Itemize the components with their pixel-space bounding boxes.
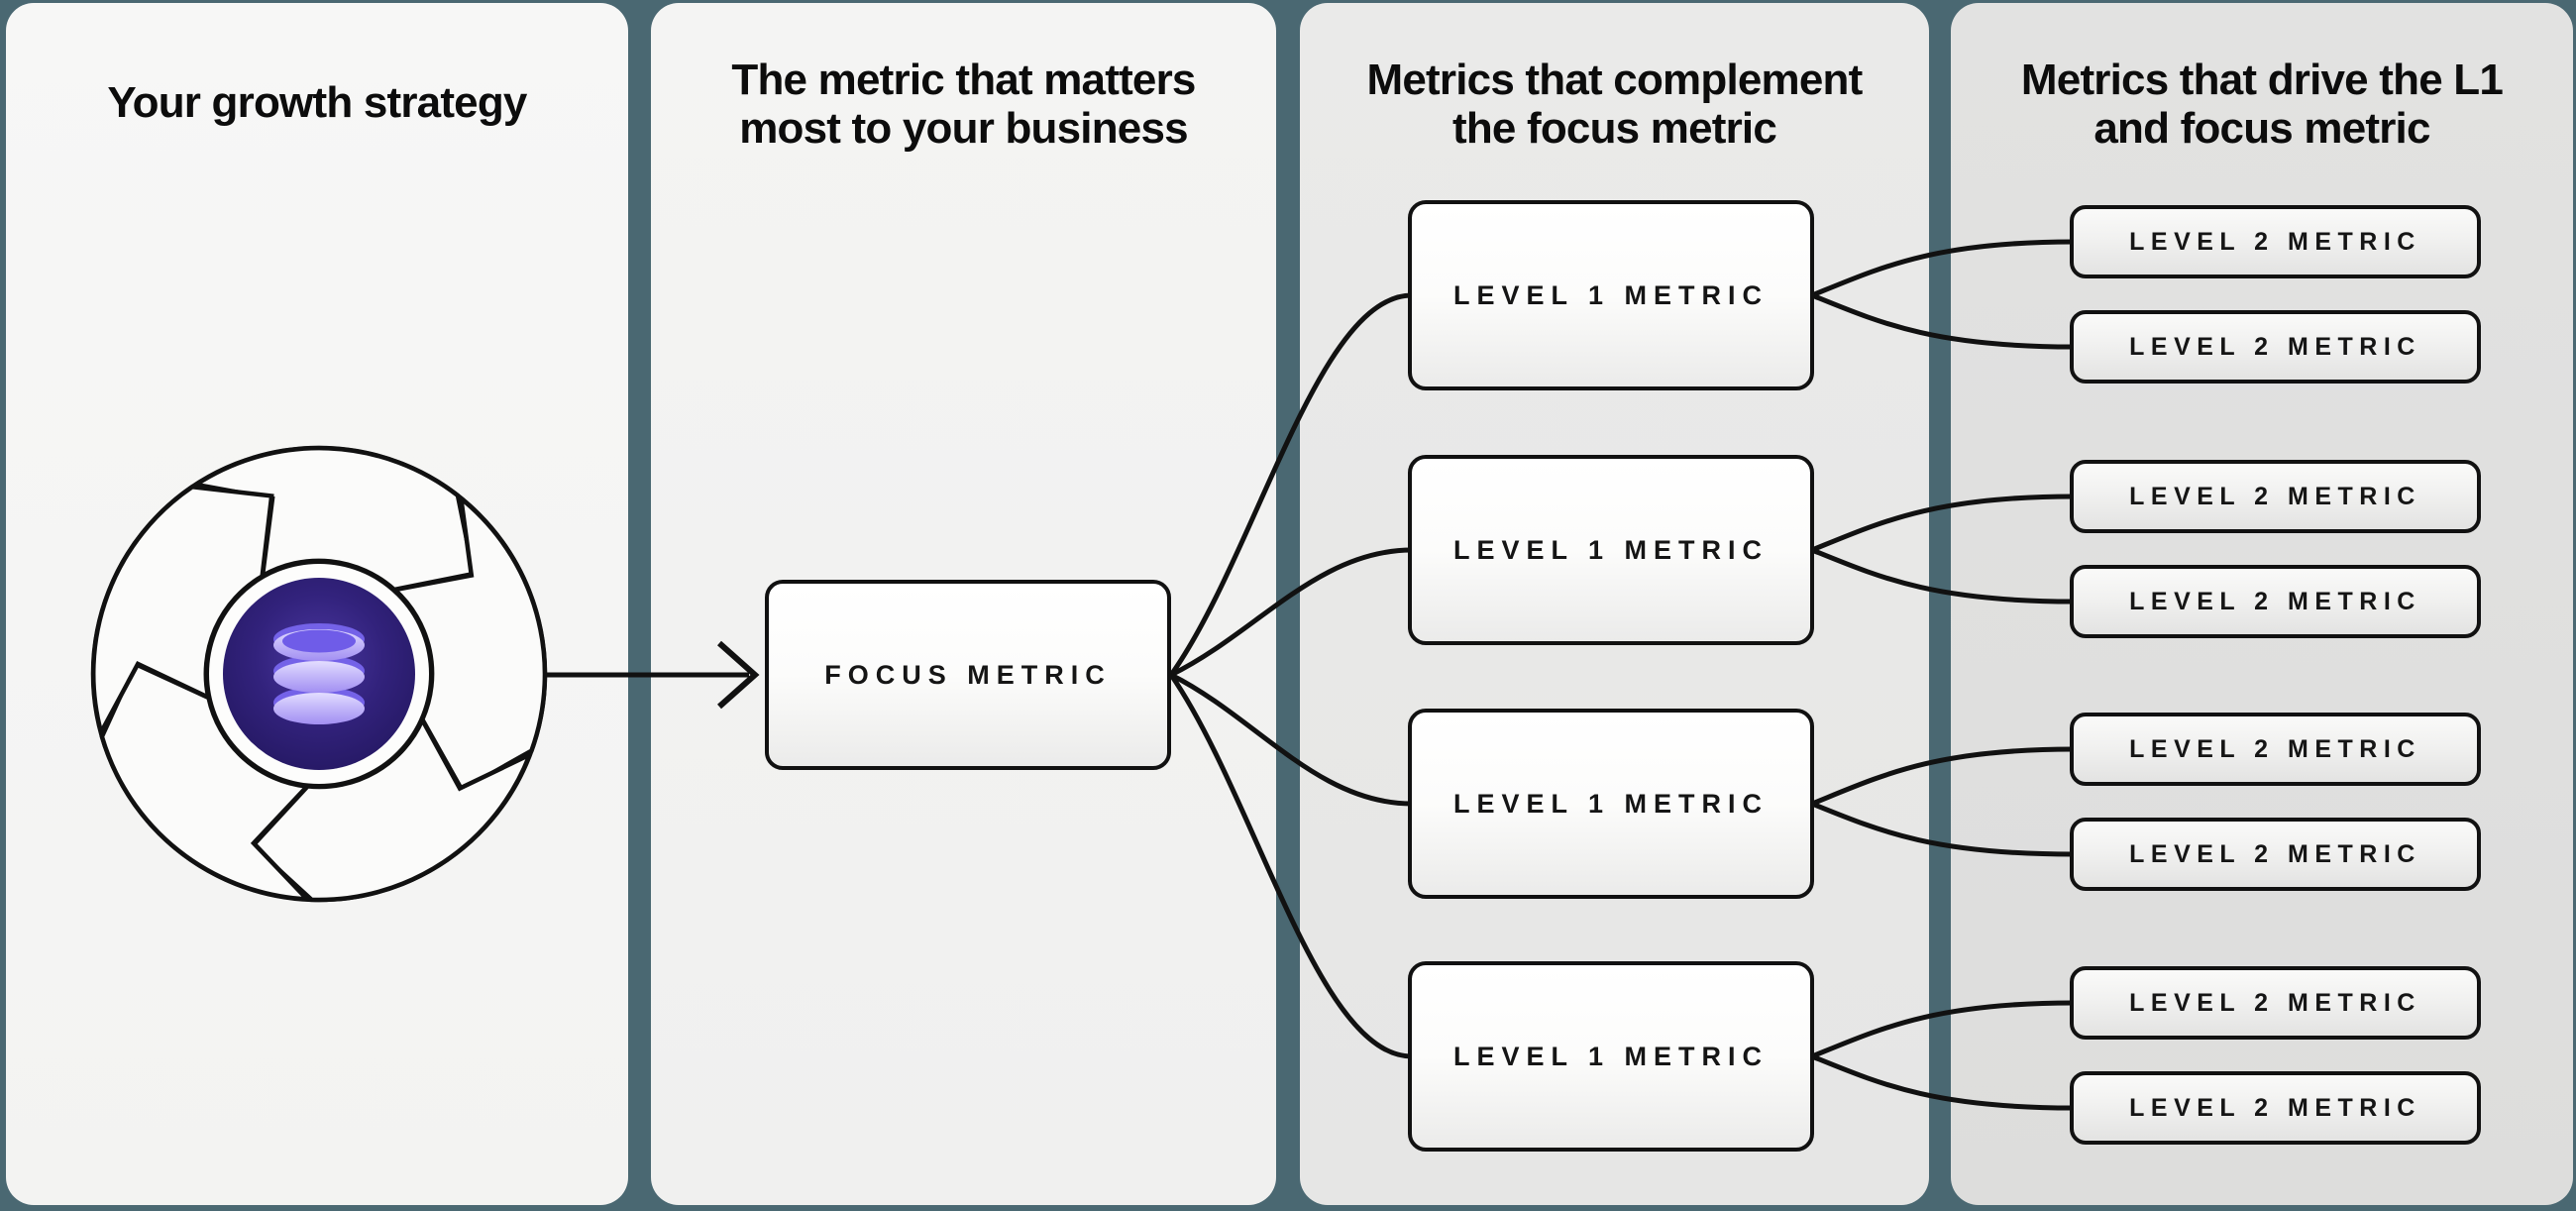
level2-metric-label: LEVEL 2 METRIC — [2129, 227, 2421, 256]
level2-metric-label: LEVEL 2 METRIC — [2129, 734, 2421, 763]
level2-metric-label: LEVEL 2 METRIC — [2129, 839, 2421, 868]
level2-metric-label: LEVEL 2 METRIC — [2129, 332, 2421, 361]
level1-metric-label: LEVEL 1 METRIC — [1452, 788, 1770, 819]
level2-metric-box-2: LEVEL 2 METRIC — [2070, 310, 2481, 384]
column-title-level1-metrics: Metrics that complement the focus metric — [1366, 55, 1864, 153]
level2-metric-box-7: LEVEL 2 METRIC — [2070, 966, 2481, 1040]
focus-metric-label: FOCUS METRIC — [824, 659, 1112, 690]
column-title-growth-strategy: Your growth strategy — [107, 78, 527, 127]
level2-metric-box-4: LEVEL 2 METRIC — [2070, 565, 2481, 638]
level2-metric-box-1: LEVEL 2 METRIC — [2070, 205, 2481, 278]
flywheel-database-icon — [90, 445, 548, 903]
level2-metric-box-6: LEVEL 2 METRIC — [2070, 818, 2481, 891]
level2-metric-box-5: LEVEL 2 METRIC — [2070, 713, 2481, 786]
level1-metric-box-1: LEVEL 1 METRIC — [1408, 200, 1814, 390]
level1-metric-box-3: LEVEL 1 METRIC — [1408, 709, 1814, 899]
level1-metric-label: LEVEL 1 METRIC — [1452, 279, 1770, 310]
column-title-level2-metrics: Metrics that drive the L1 and focus metr… — [2020, 55, 2504, 153]
level2-metric-label: LEVEL 2 METRIC — [2129, 482, 2421, 510]
database-icon — [273, 623, 365, 724]
level2-metric-label: LEVEL 2 METRIC — [2129, 1093, 2421, 1122]
level1-metric-box-4: LEVEL 1 METRIC — [1408, 961, 1814, 1152]
level2-metric-box-3: LEVEL 2 METRIC — [2070, 460, 2481, 533]
level2-metric-box-8: LEVEL 2 METRIC — [2070, 1071, 2481, 1145]
level1-metric-label: LEVEL 1 METRIC — [1452, 534, 1770, 565]
focus-metric-box: FOCUS METRIC — [765, 580, 1171, 770]
level2-metric-label: LEVEL 2 METRIC — [2129, 587, 2421, 615]
level1-metric-label: LEVEL 1 METRIC — [1452, 1041, 1770, 1071]
column-title-focus-metric: The metric that matters most to your bus… — [731, 55, 1196, 153]
level2-metric-label: LEVEL 2 METRIC — [2129, 988, 2421, 1017]
level1-metric-box-2: LEVEL 1 METRIC — [1408, 455, 1814, 645]
